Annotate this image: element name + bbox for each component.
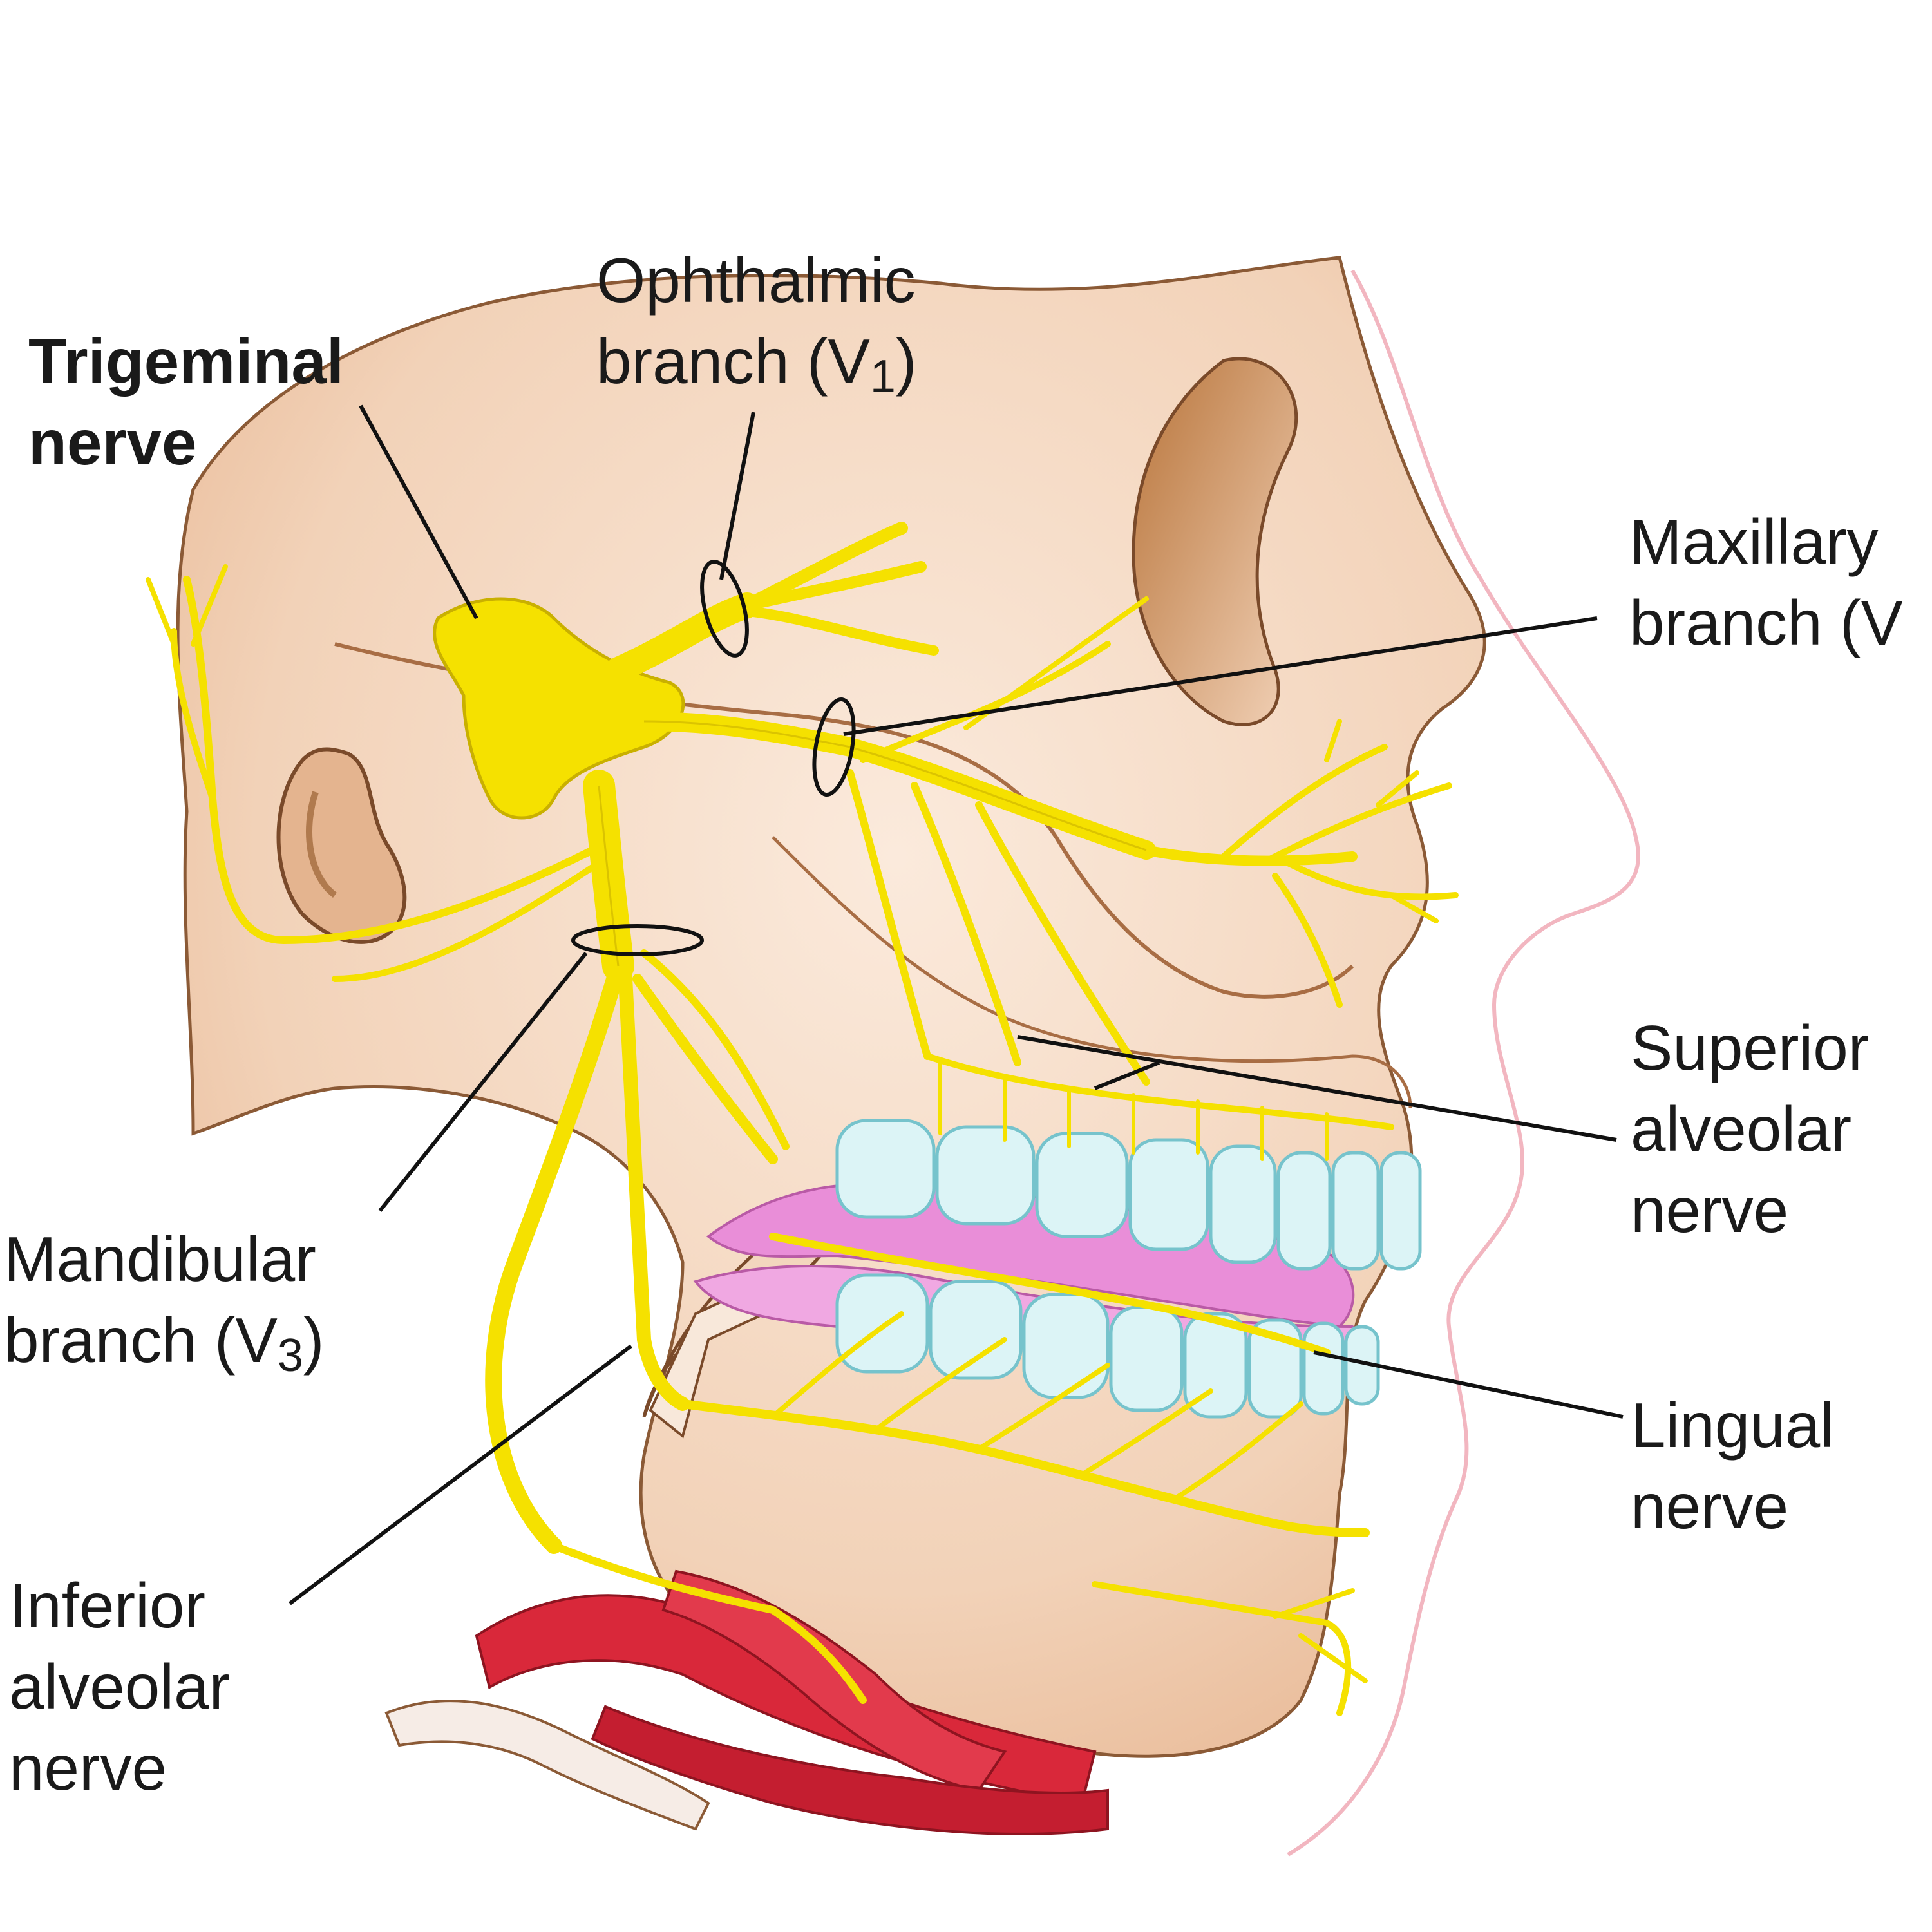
label-maxillary-line1: Maxillary [1629, 506, 1879, 577]
label-inferior-line1: Inferior [9, 1570, 206, 1641]
label-mandibular-subscript: 3 [277, 1330, 303, 1381]
label-trigeminal-nerve: Trigeminal nerve [28, 321, 344, 483]
ring-mandibular [571, 924, 704, 956]
leader-superior-alveolar [1017, 1035, 1617, 1142]
leader-lines [289, 404, 1624, 1605]
label-ophthalmic-branch: Ophthalmic branch (V1) [596, 240, 917, 408]
label-lingual-nerve: Lingual nerve [1631, 1385, 1834, 1547]
lower-teeth [835, 1273, 1380, 1419]
leader-mandibular [378, 952, 588, 1212]
label-trigeminal-line2: nerve [28, 407, 197, 478]
face-profile-outline [1287, 269, 1640, 1857]
label-ophthalmic-line1: Ophthalmic [596, 245, 916, 316]
label-superior-line3: nerve [1631, 1175, 1789, 1245]
ring-maxillary [812, 697, 856, 797]
upper-teeth [835, 1119, 1422, 1271]
leader-maxillary [843, 616, 1598, 736]
ear-canal [276, 747, 407, 944]
neck-muscles [475, 1569, 1109, 1835]
label-superior-line2: alveolar [1631, 1094, 1852, 1164]
label-maxillary-line2: branch (V [1629, 587, 1903, 658]
label-superior-alveolar-nerve: Superior alveolar nerve [1631, 1007, 1869, 1251]
ear-canal-inner [306, 791, 337, 898]
hyoid-bone [384, 1700, 710, 1831]
nerve-outline-accent [598, 720, 1147, 967]
label-inferior-line2: alveolar [9, 1651, 231, 1722]
leader-lingual [1313, 1350, 1624, 1419]
label-mandibular-line2: branch (V3) [4, 1300, 325, 1387]
label-mandibular-suffix: ) [303, 1305, 325, 1376]
skull-shape [176, 256, 1486, 1758]
leader-trigeminal [359, 404, 478, 620]
label-ophthalmic-suffix: ) [895, 326, 917, 397]
label-inferior-alveolar-nerve: Inferior alveolar nerve [9, 1565, 230, 1808]
label-trigeminal-line1: Trigeminal [28, 326, 345, 397]
label-lingual-line1: Lingual [1631, 1390, 1835, 1461]
leader-superior-alveolar-bracket [1094, 1061, 1160, 1090]
label-ophthalmic-line2: branch (V1) [596, 321, 917, 408]
label-ophthalmic-subscript: 1 [869, 351, 896, 402]
label-ophthalmic-prefix: branch (V [596, 326, 870, 397]
label-mandibular-branch: Mandibular branch (V3) [4, 1218, 325, 1387]
maxilla-edge [772, 836, 1412, 1108]
label-mandibular-line1: Mandibular [4, 1224, 316, 1294]
orbit [1132, 357, 1298, 726]
label-mandibular-prefix: branch (V [4, 1305, 278, 1376]
label-maxillary-branch: Maxillary branch (V [1629, 501, 1903, 663]
label-inferior-line3: nerve [9, 1732, 167, 1803]
ring-ophthalmic [700, 560, 749, 658]
label-lingual-line2: nerve [1631, 1471, 1789, 1542]
trigeminal-ganglion [433, 597, 685, 820]
leader-inferior-alveolar [289, 1344, 632, 1605]
label-superior-line1: Superior [1631, 1012, 1870, 1083]
leader-ophthalmic [719, 412, 755, 580]
